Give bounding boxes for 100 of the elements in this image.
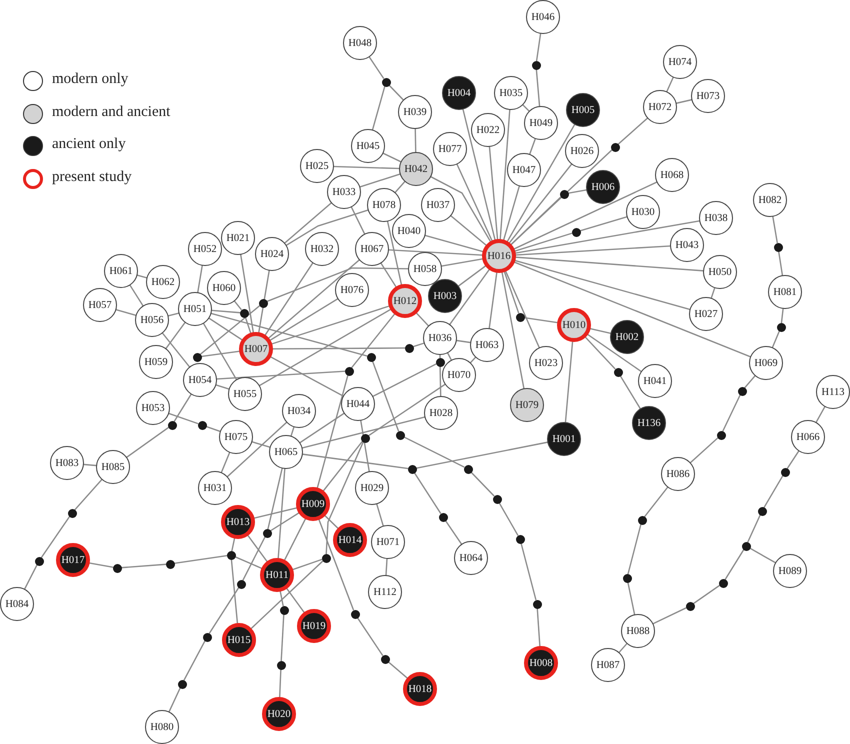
median-vector-dot <box>492 494 502 504</box>
network-link <box>286 588 305 614</box>
network-link <box>627 582 636 615</box>
haplotype-node: H039 <box>398 95 432 129</box>
network-link <box>500 109 510 240</box>
haplotype-node: H016 <box>482 239 516 273</box>
haplotype-node: H011 <box>260 558 294 592</box>
network-link <box>202 322 238 380</box>
haplotype-node: H065 <box>269 435 303 469</box>
median-vector-dot <box>192 352 202 362</box>
network-link <box>286 209 368 246</box>
network-link <box>456 340 471 344</box>
network-link <box>278 468 286 559</box>
network-link <box>254 507 298 519</box>
network-link <box>302 416 426 449</box>
haplotype-node: H050 <box>703 255 737 289</box>
network-link <box>504 271 520 314</box>
network-link <box>284 202 332 244</box>
median-vector-dot <box>408 464 416 474</box>
network-link <box>416 312 430 326</box>
haplotype-node: H003 <box>428 279 462 313</box>
network-link <box>200 305 260 355</box>
network-link <box>458 265 486 287</box>
median-vector-dot <box>166 560 174 568</box>
haplotype-node: H040 <box>392 214 426 248</box>
median-vector-dot <box>236 580 246 588</box>
network-link <box>501 272 525 389</box>
network-link <box>168 312 180 317</box>
network-link <box>450 215 487 246</box>
haplotype-node: H047 <box>507 153 541 187</box>
network-link <box>618 117 648 145</box>
network-link <box>174 554 228 564</box>
median-vector-dot <box>258 298 268 308</box>
haplotype-node: H002 <box>610 320 644 354</box>
haplotype-node: H080 <box>145 710 179 744</box>
network-link <box>168 687 181 712</box>
network-link <box>120 564 166 568</box>
haplotype-node: H006 <box>586 170 620 204</box>
haplotype-node: H054 <box>183 363 217 397</box>
network-link <box>220 452 230 473</box>
haplotype-node: H023 <box>529 346 563 380</box>
median-vector-dot <box>382 78 390 86</box>
median-vector-dot <box>780 468 790 476</box>
median-vector-dot <box>438 512 448 522</box>
median-vector-dot <box>226 550 236 560</box>
haplotype-node: H014 <box>333 523 367 557</box>
network-link <box>299 412 345 444</box>
network-link <box>520 542 537 600</box>
network-link <box>388 84 404 101</box>
network-link <box>240 254 254 333</box>
network-link <box>780 308 784 324</box>
haplotype-node: H078 <box>367 188 401 222</box>
haplotype-node: H059 <box>139 345 173 379</box>
network-link <box>749 547 776 564</box>
haplotype-node: H027 <box>689 297 723 331</box>
network-link <box>360 173 400 188</box>
median-vector-dot <box>622 574 632 582</box>
network-link <box>515 220 700 254</box>
network-link <box>272 305 390 345</box>
network-link <box>208 587 240 634</box>
network-link <box>376 504 384 526</box>
haplotype-node: H021 <box>221 221 255 255</box>
network-link <box>264 262 314 336</box>
haplotype-node: H051 <box>178 292 212 326</box>
network-link <box>444 520 462 545</box>
median-vector-dot <box>560 190 568 198</box>
median-vector-dot <box>738 386 746 396</box>
network-link <box>488 272 498 329</box>
network-link <box>252 441 270 448</box>
haplotype-node: H069 <box>749 346 783 380</box>
network-link <box>351 313 396 368</box>
network-link <box>280 614 284 662</box>
median-vector-dot <box>262 528 272 538</box>
haplotype-node: H072 <box>643 90 677 124</box>
network-link <box>710 287 716 299</box>
network-link <box>211 310 240 314</box>
haplotype-node: H017 <box>56 543 90 577</box>
network-link <box>388 661 408 679</box>
network-link <box>200 350 240 358</box>
network-link <box>356 616 384 656</box>
haplotype-node: H061 <box>104 254 138 288</box>
network-link <box>529 138 536 155</box>
haplotype-node: H001 <box>547 422 581 456</box>
haplotype-node: H041 <box>638 364 672 398</box>
median-vector-dot <box>610 142 620 152</box>
network-link <box>83 464 97 466</box>
network-link <box>368 56 384 80</box>
median-vector-dot <box>276 660 286 670</box>
network-link <box>234 300 242 310</box>
haplotype-node: H032 <box>305 232 339 266</box>
network-link <box>568 189 587 194</box>
haplotype-node: H015 <box>222 623 256 657</box>
median-vector-dot <box>350 610 360 618</box>
network-link <box>676 99 692 104</box>
haplotype-node: H031 <box>198 471 232 505</box>
haplotype-node: H074 <box>663 45 697 79</box>
median-vector-dot <box>322 554 330 562</box>
median-vector-dot <box>614 368 622 376</box>
median-vector-dot <box>572 228 580 236</box>
haplotype-node: H060 <box>207 271 241 305</box>
